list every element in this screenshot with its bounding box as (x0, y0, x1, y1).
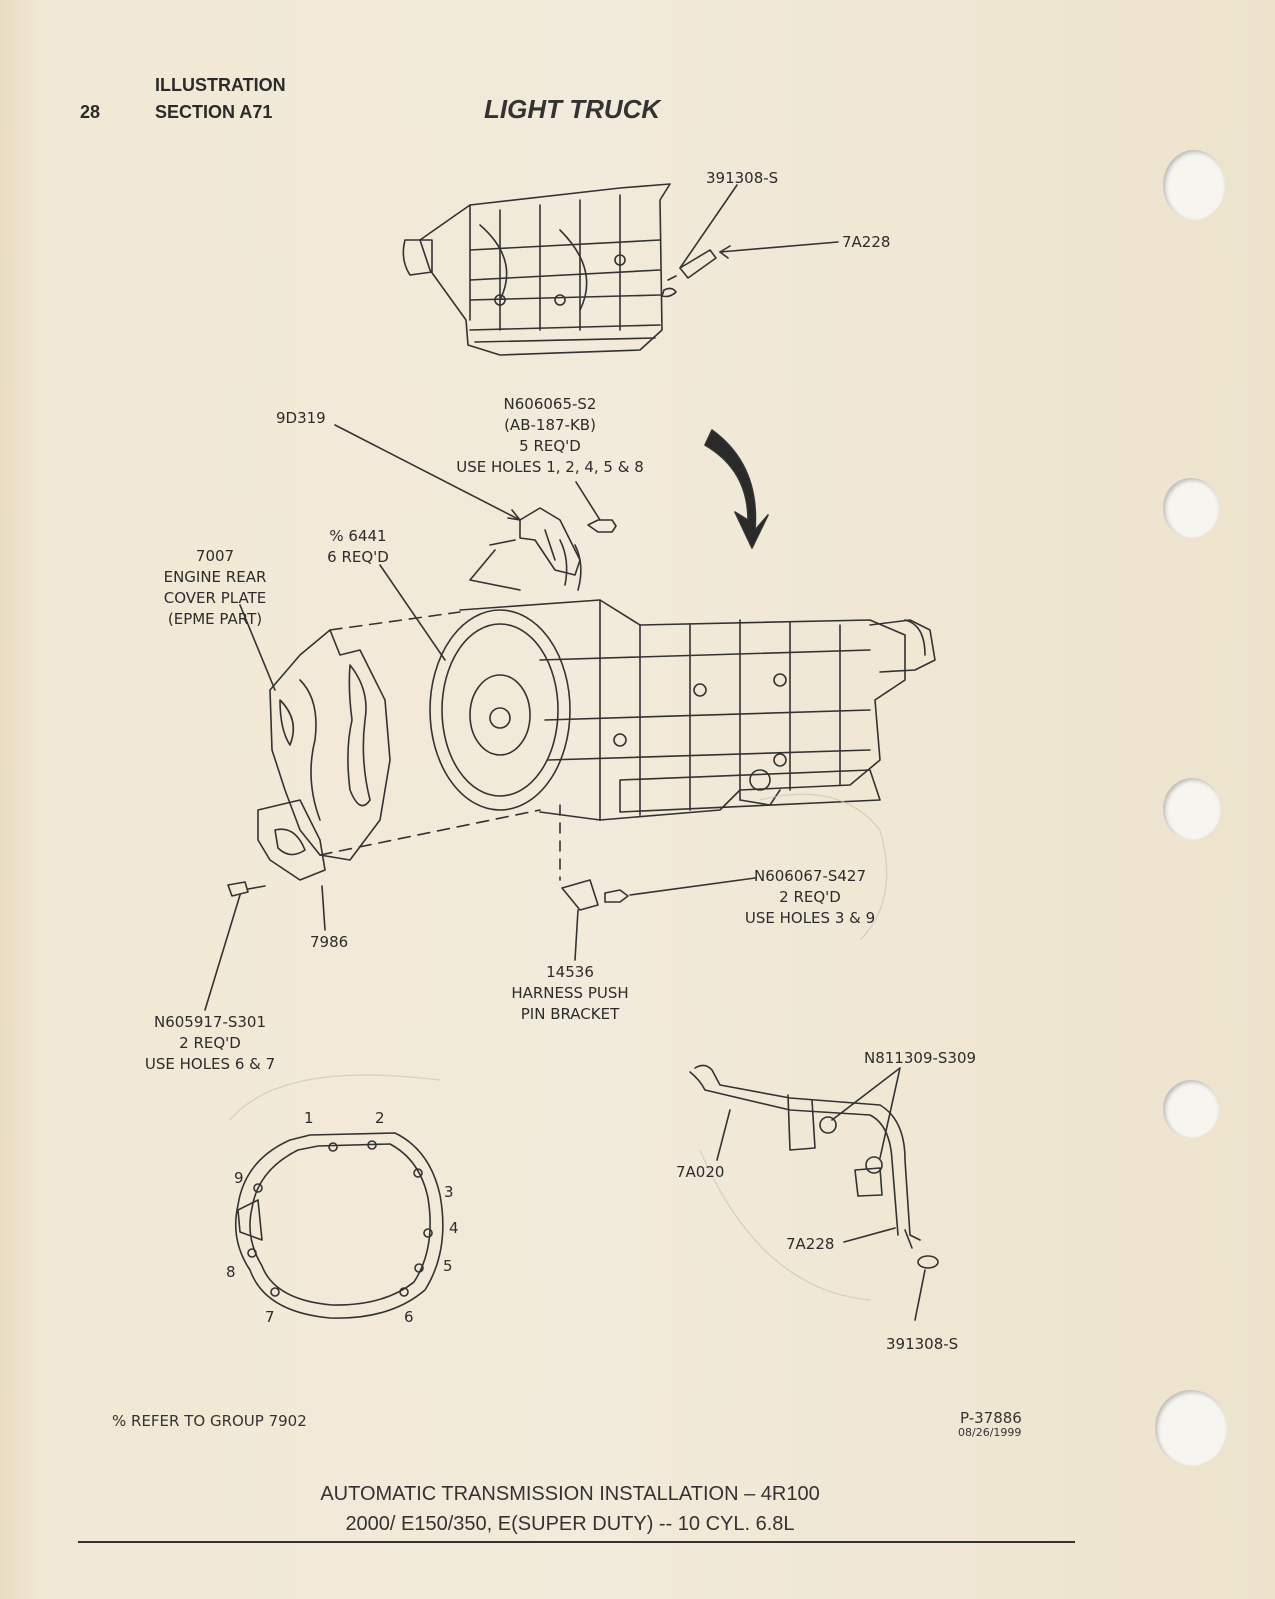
engine-rear-cover-plate (269, 629, 391, 861)
n605917-line-1: N605917-S301 (153, 1013, 267, 1031)
main-transmission-illustration (429, 599, 936, 821)
hole-number-7: 7 (265, 1308, 275, 1326)
hole-number-2: 2 (375, 1109, 385, 1127)
top-transmission-illustration (402, 183, 717, 356)
n606065-line-1: N606065-S2 (503, 395, 597, 413)
p7007-line-1: 7007 (195, 547, 235, 565)
p7007-line-4: (EPME PART) (167, 610, 263, 628)
callout-7a228-top: 7A228 (842, 233, 891, 251)
callout-n606067: N606067-S427 2 REQ'D USE HOLES 3 & 9 (730, 866, 890, 929)
p7007-line-2: ENGINE REAR (163, 568, 267, 586)
caption-line-2: 2000/ E150/350, E(SUPER DUTY) -- 10 CYL.… (345, 1513, 795, 1535)
p6441-line-2: 6 REQ'D (327, 548, 389, 566)
p14536-line-1: 14536 (546, 963, 594, 981)
hole-number-5: 5 (443, 1257, 453, 1275)
hole-number-6: 6 (404, 1308, 414, 1326)
callout-6441: % 6441 6 REQ'D (318, 526, 398, 568)
binder-hole-1 (1163, 150, 1225, 220)
n605917-line-2: 2 REQ'D (179, 1034, 241, 1052)
binder-hole-5 (1155, 1390, 1227, 1466)
section-label: SECTION A71 (155, 102, 273, 122)
n606067-line-1: N606067-S427 (753, 867, 867, 885)
callout-7a020: 7A020 (676, 1163, 725, 1181)
callout-7a228-lower: 7A228 (786, 1235, 835, 1253)
caption-line-1: AUTOMATIC TRANSMISSION INSTALLATION – 4R… (320, 1483, 820, 1505)
n606067-line-3: USE HOLES 3 & 9 (744, 909, 876, 927)
page-number: 28 (80, 102, 101, 122)
hole-number-3: 3 (444, 1183, 454, 1201)
callout-n605917: N605917-S301 2 REQ'D USE HOLES 6 & 7 (130, 1012, 290, 1075)
p14536-line-2: HARNESS PUSH (511, 984, 629, 1002)
footnote: % REFER TO GROUP 7902 (112, 1412, 307, 1430)
p6441-line-1: % 6441 (329, 527, 387, 545)
hole-number-9: 9 (234, 1169, 244, 1187)
n606065-line-4: USE HOLES 1, 2, 4, 5 & 8 (456, 458, 644, 476)
callout-n606065: N606065-S2 (AB-187-KB) 5 REQ'D USE HOLES… (440, 394, 660, 478)
dipstick-tube-illustration (689, 1064, 939, 1269)
figure-reference: P-37886 (960, 1409, 1022, 1427)
page-title: LIGHT TRUCK (484, 94, 661, 124)
callout-n811309: N811309-S309 (864, 1049, 977, 1067)
figure-date: 08/26/1999 (958, 1426, 1022, 1439)
p7007-line-3: COVER PLATE (163, 589, 267, 607)
hole-number-1: 1 (304, 1109, 314, 1127)
illustration-label: ILLUSTRATION (155, 75, 286, 95)
hole-number-4: 4 (449, 1219, 459, 1237)
callout-7986: 7986 (310, 933, 349, 951)
p14536-line-3: PIN BRACKET (520, 1005, 620, 1023)
n606067-line-2: 2 REQ'D (779, 888, 841, 906)
callout-7007: 7007 ENGINE REAR COVER PLATE (EPME PART) (150, 546, 280, 630)
bell-housing-gasket (234, 1132, 444, 1319)
binder-hole-2 (1163, 478, 1219, 538)
callout-14536: 14536 HARNESS PUSH PIN BRACKET (500, 962, 640, 1025)
n606065-line-2: (AB-187-KB) (504, 416, 596, 434)
binder-hole-4 (1163, 1080, 1219, 1138)
callout-391308s-lower: 391308-S (886, 1335, 959, 1353)
n605917-line-3: USE HOLES 6 & 7 (144, 1055, 276, 1073)
n606065-line-3: 5 REQ'D (519, 437, 581, 455)
binder-hole-3 (1163, 778, 1221, 840)
callout-9d319: 9D319 (276, 409, 326, 427)
callout-391308s-top: 391308-S (706, 169, 779, 187)
hole-number-8: 8 (226, 1263, 236, 1281)
